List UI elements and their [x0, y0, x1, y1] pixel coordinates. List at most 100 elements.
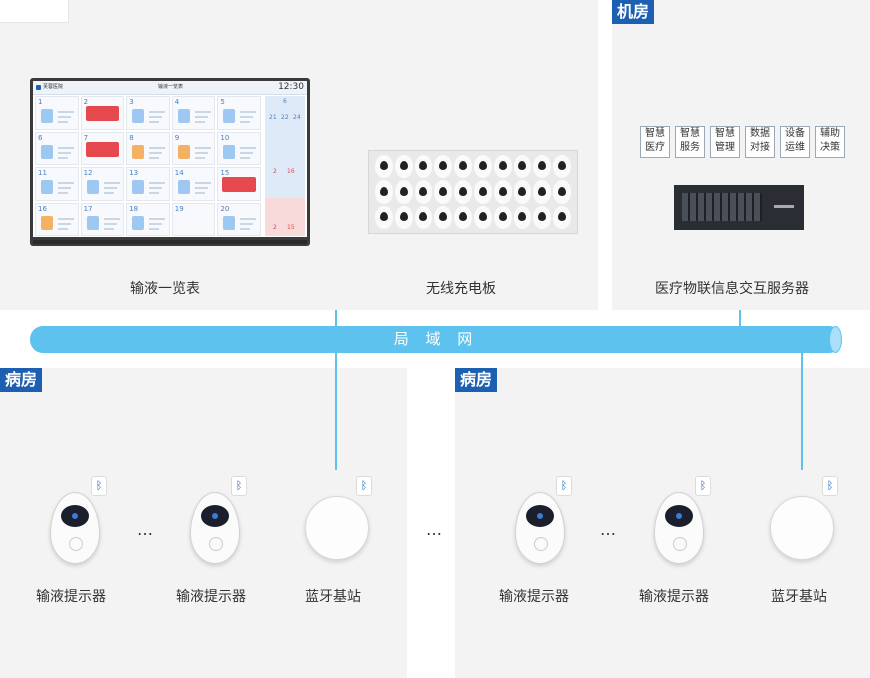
info-line	[58, 156, 68, 159]
infusion-bag-icon	[41, 215, 53, 230]
ward-right-link-line	[801, 353, 803, 470]
module-line: 智慧	[680, 128, 700, 139]
server-module: 数据对接	[745, 126, 775, 158]
side-number: 2	[273, 224, 277, 231]
module-line: 决策	[820, 142, 840, 153]
info-line	[194, 111, 211, 113]
charging-slot	[533, 155, 552, 179]
alert-banner	[222, 177, 256, 192]
charging-slot	[533, 205, 552, 229]
server-module: 设备运维	[780, 126, 810, 158]
lan-pipe: 局 域 网	[30, 326, 842, 353]
bed-cell: 14	[171, 167, 216, 201]
infusion-bag-icon	[177, 109, 190, 123]
bed-cell: 17	[80, 202, 125, 236]
bed-cell: 5	[217, 96, 261, 130]
info-line	[58, 182, 74, 184]
device-label: 输液提示器	[639, 589, 709, 605]
server-drive-bays	[682, 193, 762, 221]
charging-slot	[394, 155, 413, 179]
server-module: 智慧医疗	[640, 126, 670, 158]
module-line: 智慧	[715, 128, 735, 139]
corner-tab	[0, 0, 69, 23]
screen-title: 输液一览表	[158, 84, 184, 90]
info-line	[240, 116, 254, 118]
info-line	[58, 111, 74, 113]
bluetooth-icon: ᛒ	[822, 476, 838, 496]
infusion-bag-icon	[132, 144, 145, 159]
charging-slot	[513, 155, 532, 179]
charging-slot	[454, 155, 472, 179]
infusion-alarm-device	[190, 492, 240, 564]
infusion-bag-icon	[223, 215, 236, 230]
alert-banner	[85, 141, 120, 157]
info-line	[240, 217, 257, 220]
info-line	[240, 111, 257, 113]
caption-overview: 输液一览表	[130, 281, 200, 297]
device-screen	[201, 505, 229, 527]
info-line	[194, 121, 205, 123]
info-line	[103, 187, 117, 189]
device-label: 蓝牙基站	[305, 589, 361, 605]
machine-room-tag: 机房	[612, 0, 655, 24]
infusion-bag-icon	[223, 109, 236, 123]
info-line	[58, 121, 68, 123]
info-line	[149, 187, 163, 189]
bed-number: 13	[129, 169, 139, 177]
bed-number: 14	[174, 169, 184, 177]
lan-label: 局 域 网	[393, 330, 479, 348]
bed-number: 20	[220, 204, 230, 213]
device-label: 输液提示器	[176, 589, 246, 605]
info-line	[58, 116, 71, 118]
infusion-bag-icon	[41, 109, 53, 123]
info-line	[194, 156, 205, 159]
charging-slot	[513, 180, 532, 204]
charging-slot	[513, 205, 532, 229]
bed-number: 3	[129, 98, 134, 106]
module-line: 数据	[750, 128, 770, 139]
server-module: 智慧服务	[675, 126, 705, 158]
screen-time: 12:30	[278, 82, 304, 92]
info-line	[58, 187, 71, 189]
bed-number: 2	[83, 98, 89, 106]
device-button	[534, 537, 548, 551]
infusion-bag-icon	[177, 180, 190, 194]
side-number: 22	[281, 114, 289, 121]
device-button	[673, 537, 687, 551]
bed-cell: 8	[126, 131, 170, 165]
bed-cell: 9	[171, 131, 216, 165]
charging-slot	[454, 205, 472, 229]
bed-cell: 16	[35, 202, 79, 236]
infusion-bag-icon	[223, 144, 236, 159]
module-line: 辅助	[820, 128, 840, 139]
charging-slot	[553, 180, 571, 204]
server-module: 辅助决策	[815, 126, 845, 158]
info-line	[149, 111, 166, 113]
side-number: 16	[287, 168, 295, 175]
infusion-bag-icon	[41, 180, 53, 194]
bluetooth-icon: ᛒ	[695, 476, 711, 496]
info-line	[58, 227, 68, 230]
bed-cell: 19	[171, 202, 216, 236]
info-line	[149, 182, 166, 184]
info-line	[103, 217, 120, 220]
charging-slot	[454, 180, 472, 204]
bed-number: 1	[38, 98, 43, 106]
info-line	[240, 146, 257, 149]
charging-slot	[473, 155, 492, 179]
module-line: 服务	[680, 142, 700, 153]
module-line: 设备	[785, 128, 805, 139]
screen-side-panel: 6 21 22 24 2 16 2 15	[265, 96, 305, 236]
server-icon	[674, 185, 804, 230]
bed-cell: 10	[217, 131, 261, 165]
info-line	[103, 192, 114, 194]
side-number: 24	[293, 114, 301, 121]
charging-slot	[493, 155, 512, 179]
bluetooth-base-station	[770, 496, 834, 560]
bed-number: 12	[83, 169, 93, 177]
info-line	[58, 146, 74, 149]
bed-number: 9	[174, 133, 180, 142]
